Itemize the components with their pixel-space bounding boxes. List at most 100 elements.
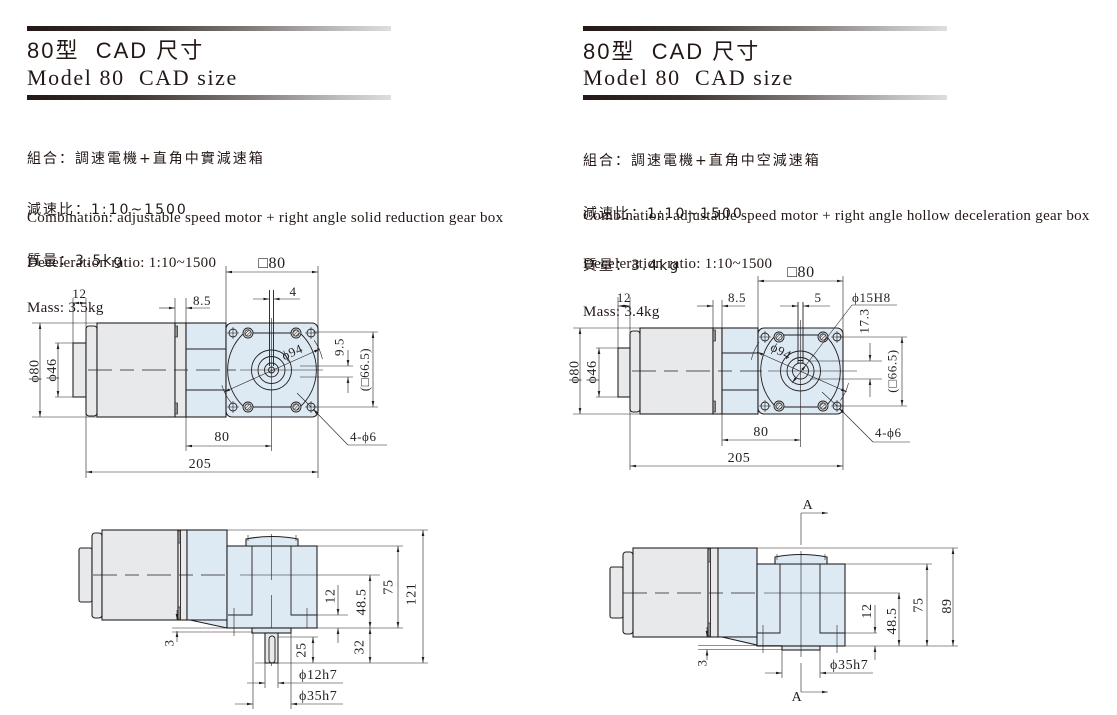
header-bar-top bbox=[27, 26, 391, 31]
dimension-label: 4-ϕ6 bbox=[350, 429, 377, 444]
section-label-top: A bbox=[803, 498, 814, 513]
screw-head bbox=[773, 400, 785, 412]
dimension-label: 17.3 bbox=[857, 308, 872, 333]
extension-line bbox=[837, 336, 907, 407]
screw-head bbox=[817, 400, 829, 412]
dimension-label: 121 bbox=[405, 583, 420, 606]
rear-cover bbox=[72, 342, 87, 398]
front-view-hollow-shaft: □80 12 8.5 5 ϕ15H8 17.3 bbox=[568, 264, 910, 470]
side-view-solid-shaft: 3 12 48.5 32 75 121 25 bbox=[78, 529, 428, 709]
extension-line bbox=[264, 663, 279, 688]
dimension-label: 80 bbox=[753, 425, 768, 440]
dimension-label: 80 bbox=[214, 430, 229, 445]
dimension-label: 205 bbox=[728, 451, 751, 466]
dimension-label: ϕ80 bbox=[28, 359, 43, 382]
screw-head-recess bbox=[292, 403, 300, 411]
pilot-circle-arc bbox=[221, 385, 232, 404]
specs-zh: 組合：調速電機+直角中實減速箱 減速比：1:10~1500 質量：3.5kg bbox=[27, 117, 265, 304]
extension-line bbox=[32, 322, 97, 418]
extension-line bbox=[72, 298, 87, 478]
dimension-label: □80 bbox=[787, 264, 814, 281]
extension-line bbox=[712, 300, 723, 446]
dimension-label: 3 bbox=[162, 639, 177, 646]
dimension-label: 48.5 bbox=[355, 589, 370, 616]
spec-ratio-zh: 減速比：1:10~1500 bbox=[583, 205, 744, 222]
dimension-label: ϕ35h7 bbox=[830, 658, 868, 673]
flange-tab bbox=[177, 606, 181, 620]
header-bar-bottom bbox=[27, 95, 391, 100]
cap-ticks bbox=[247, 535, 297, 541]
bolt-hole bbox=[227, 401, 239, 413]
dimension-motor-diameter: ϕ80 bbox=[568, 327, 640, 415]
dimension-total-length: 205 bbox=[86, 457, 318, 474]
extension-line bbox=[845, 563, 958, 647]
gearbox-base-wedge bbox=[189, 619, 228, 629]
dimension-label: 4 bbox=[289, 284, 296, 299]
dimension-motor-diameter: ϕ80 bbox=[28, 322, 97, 418]
extension-line bbox=[573, 327, 640, 415]
bolt-hole bbox=[227, 327, 239, 339]
leader-line bbox=[838, 407, 874, 443]
spec-combination-en: Combination: adjustable speed motor + ri… bbox=[27, 209, 504, 226]
gearbox-top-cap bbox=[245, 535, 299, 547]
bolt-hole bbox=[759, 331, 771, 343]
specs-en: Combination: adjustable speed motor + ri… bbox=[27, 181, 503, 346]
dimension-base-gap: 3 bbox=[695, 627, 782, 667]
spec-mass-zh: 質量：3.4kg bbox=[583, 258, 681, 274]
flange-tab bbox=[174, 325, 178, 338]
screw-head bbox=[242, 401, 254, 413]
extension-line bbox=[174, 298, 187, 451]
cap-ticks bbox=[776, 554, 826, 560]
dimension-label: ϕ15H8 bbox=[852, 290, 891, 305]
dimension-rear-length: 12 bbox=[72, 286, 87, 478]
dimension-body-height: 75 bbox=[382, 546, 400, 628]
specs-en: Combination: adjustable speed motor + ri… bbox=[583, 176, 1090, 352]
dimension-label: ϕ80 bbox=[568, 360, 583, 383]
dimension-shaft-diameter: ϕ12h7 bbox=[247, 663, 343, 688]
dimension-key-width: 4 bbox=[253, 284, 300, 301]
dimension-boss-diameter: ϕ35h7 bbox=[235, 633, 343, 709]
screw-head-recess bbox=[292, 329, 300, 337]
dimension-label: 3 bbox=[695, 659, 710, 666]
leader-line bbox=[805, 304, 897, 366]
front-view-solid-shaft: □80 12 8.5 4 ϕ94 9.5 bbox=[28, 255, 387, 478]
dimension-shaft-drop: 32 bbox=[353, 628, 372, 663]
spec-mass-zh: 質量：3.5kg bbox=[27, 253, 125, 269]
dimension-line bbox=[223, 348, 321, 393]
dimension-bolt-square: (□66.5) bbox=[313, 331, 378, 408]
dimension-label: 8.5 bbox=[193, 293, 211, 308]
dimension-label: (□66.5) bbox=[357, 348, 372, 391]
dimension-label: 89 bbox=[940, 598, 955, 613]
dimension-bolt-square: (□66.5) bbox=[837, 336, 907, 407]
dimension-label: ϕ12h7 bbox=[299, 668, 337, 683]
dimension-bolt-holes: 4-ϕ6 bbox=[821, 391, 910, 443]
leader-line bbox=[821, 391, 838, 407]
title-en: Model 80 CAD size bbox=[583, 64, 794, 90]
pilot-circle-arc bbox=[313, 340, 323, 360]
extension-line bbox=[300, 365, 353, 378]
extension-line bbox=[172, 627, 253, 633]
dimension-total-height: 121 bbox=[405, 530, 425, 663]
spec-ratio-en: Deceleration ratio: 1:10~1500 bbox=[27, 254, 217, 271]
dimension-label: 75 bbox=[912, 597, 927, 612]
dimension-rear-diameter: ϕ46 bbox=[45, 342, 73, 398]
screw-head bbox=[290, 401, 302, 413]
leader-line bbox=[312, 408, 349, 446]
dimension-key-height: 9.5 bbox=[300, 338, 353, 393]
flange-tab bbox=[174, 402, 178, 415]
dimension-label: ϕ46 bbox=[45, 358, 60, 381]
title-zh: 80型 CAD 尺寸 bbox=[583, 39, 761, 64]
dimension-flange-square: □80 bbox=[757, 264, 844, 470]
dimension-bore-offset: 12 bbox=[860, 603, 877, 660]
rear-cover bbox=[617, 347, 631, 398]
dimension-center-height: 48.5 bbox=[355, 575, 372, 628]
bolt-hole-cross bbox=[759, 400, 771, 412]
rear-cover bbox=[78, 547, 93, 603]
bolt-hole bbox=[305, 327, 317, 339]
flange-tab bbox=[712, 329, 716, 342]
extension-line bbox=[252, 633, 292, 709]
leader-line bbox=[296, 392, 312, 408]
header-bar-bottom bbox=[583, 95, 947, 100]
hidden-lines bbox=[233, 608, 308, 636]
